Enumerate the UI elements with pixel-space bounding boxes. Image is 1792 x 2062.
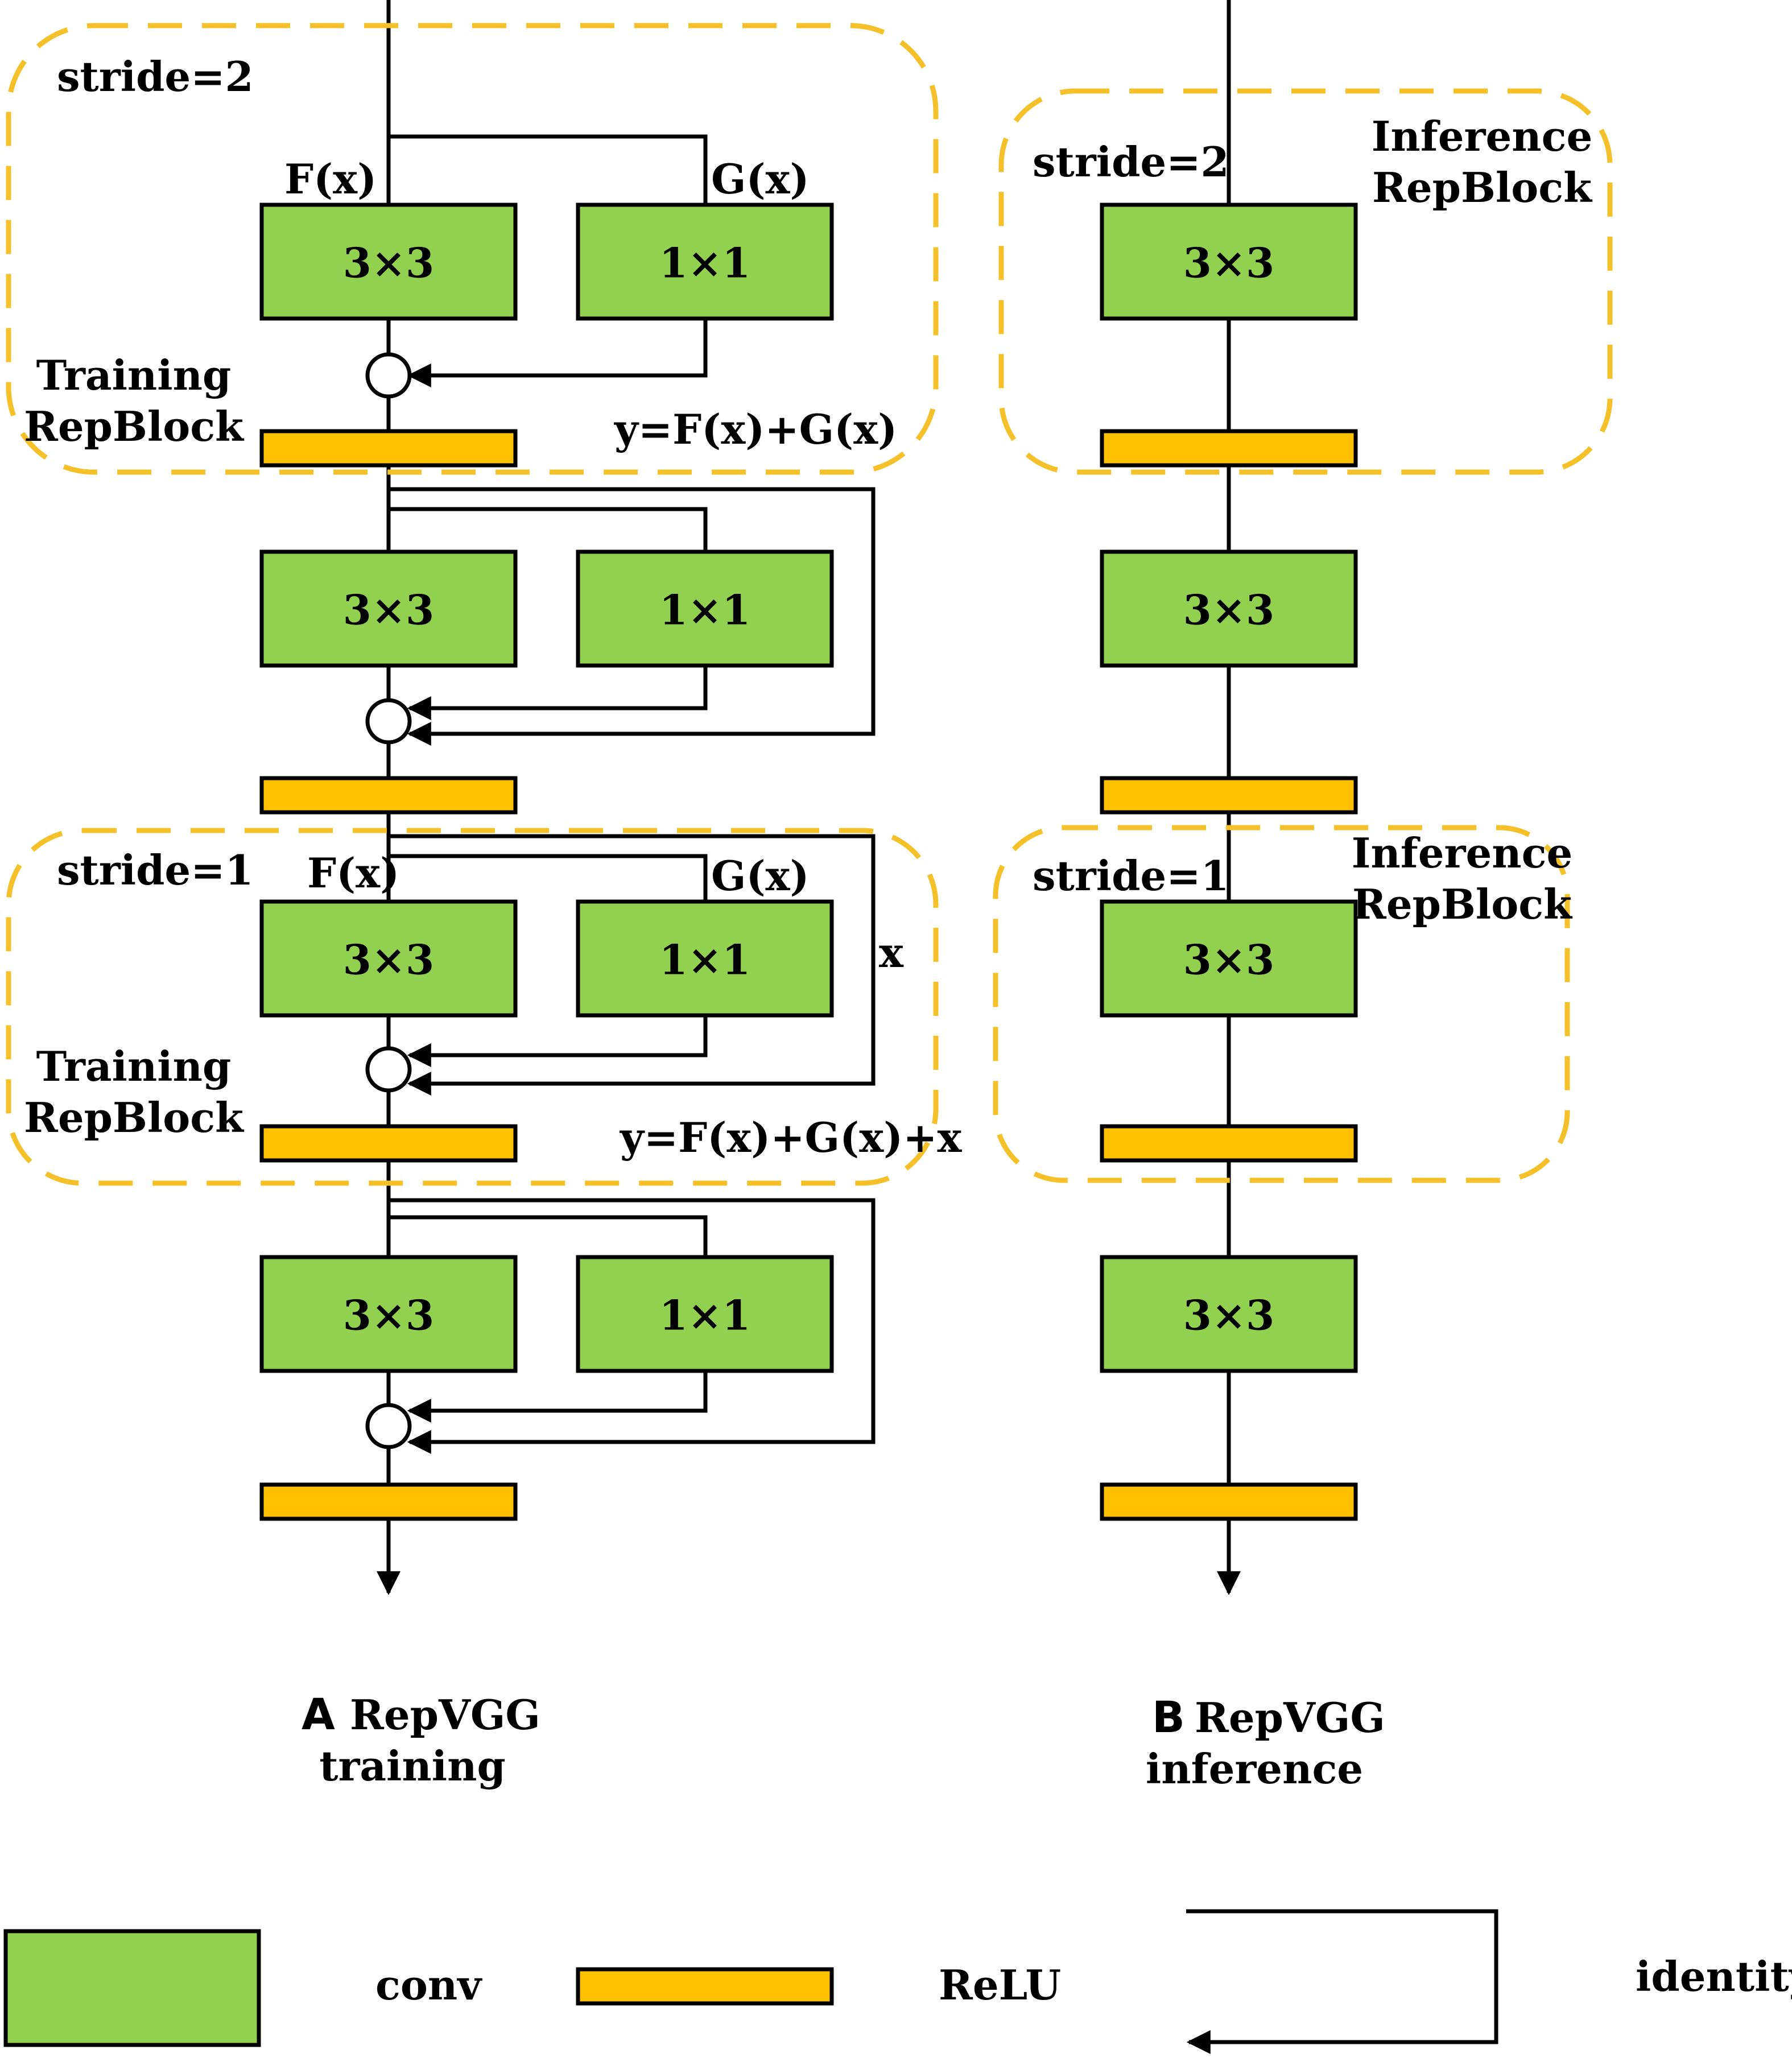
formula-label: y=F(x)+G(x) <box>614 405 897 453</box>
caption-line1: RepVGG <box>350 1691 540 1739</box>
conv-3x3-box <box>259 899 518 1018</box>
block-name-line2: RepBlock <box>24 1093 245 1142</box>
conv-label: 3×3 <box>1183 239 1275 287</box>
block-name-line1: Training <box>36 1042 232 1090</box>
conv-label: 3×3 <box>343 239 435 287</box>
conv-label: 1×1 <box>659 936 751 984</box>
conv-label: 3×3 <box>1183 586 1275 634</box>
conv-label: 1×1 <box>659 1291 751 1340</box>
branch-g-1 <box>389 134 708 205</box>
legend-conv-label: conv <box>375 1961 482 2009</box>
branch-g-merge-4 <box>407 1371 708 1423</box>
stride-label: stride=1 <box>1033 852 1229 900</box>
block-name-line2: RepBlock <box>1372 163 1593 212</box>
block-name-line1: Training <box>36 351 232 399</box>
relu-bar <box>1100 1124 1358 1163</box>
panel-letter-a: A <box>302 1689 335 1739</box>
block-name-line2: RepBlock <box>1352 880 1573 928</box>
add-node <box>365 1046 412 1093</box>
block-name-line1: Inference <box>1352 829 1573 877</box>
add-node <box>365 352 412 399</box>
legend-relu-swatch <box>576 1967 834 2006</box>
training-repblock-region <box>6 23 939 475</box>
conv-3x3-box <box>259 203 518 321</box>
legend-conv-swatch <box>3 1929 261 2047</box>
caption-line2: inference <box>1146 1745 1363 1793</box>
conv-1x1-box <box>576 1255 834 1373</box>
conv-3x3-box <box>1100 1255 1358 1373</box>
conv-label: 3×3 <box>1183 1291 1275 1340</box>
identity-branch-4 <box>389 1198 876 1454</box>
inference-repblock-region <box>998 88 1613 475</box>
relu-bar <box>259 1124 518 1163</box>
conv-label: 3×3 <box>343 586 435 634</box>
panel-letter-b: B <box>1152 1692 1185 1742</box>
conv-3x3-box <box>1100 203 1358 321</box>
branch-g-4 <box>389 1215 708 1257</box>
relu-bar <box>259 429 518 468</box>
block-name-line2: RepBlock <box>24 402 245 451</box>
formula-label: y=F(x)+G(x)+x <box>620 1113 963 1162</box>
stride-label: stride=2 <box>57 52 254 101</box>
conv-label: 3×3 <box>343 1291 435 1340</box>
relu-bar <box>1100 776 1358 815</box>
branch-g-3 <box>389 854 708 902</box>
block-name-line1: Inference <box>1372 112 1593 160</box>
fx-label: F(x) <box>307 849 399 897</box>
branch-g-2 <box>389 507 708 552</box>
conv-label: 1×1 <box>659 586 751 634</box>
conv-label: 3×3 <box>1183 936 1275 984</box>
conv-1x1-box <box>576 899 834 1018</box>
caption-line1: RepVGG <box>1195 1693 1385 1742</box>
add-node <box>365 698 412 745</box>
identity-branch-2 <box>389 487 876 746</box>
legend: conv ReLU identity <box>3 1909 1792 2054</box>
conv-3x3-box <box>1100 899 1358 1018</box>
branch-g-merge-2 <box>407 666 708 720</box>
conv-label: 3×3 <box>343 936 435 984</box>
relu-bar <box>1100 1482 1358 1521</box>
training-repblock-region <box>6 828 939 1186</box>
branch-g-merge-3 <box>407 1015 708 1067</box>
conv-label: 1×1 <box>659 239 751 287</box>
legend-identity-label: identity <box>1636 1952 1792 2001</box>
conv-1x1-box <box>576 203 834 321</box>
identity-x-label: x <box>879 928 904 977</box>
gx-label: G(x) <box>711 155 810 203</box>
conv-3x3-box <box>259 549 518 668</box>
relu-bar <box>1100 429 1358 468</box>
branch-g-merge-1 <box>407 319 708 387</box>
legend-identity-arrow <box>1186 1909 1498 2054</box>
relu-bar <box>259 1482 518 1521</box>
stride-label: stride=2 <box>1033 138 1229 186</box>
conv-3x3-box <box>1100 549 1358 668</box>
relu-bar <box>259 776 518 815</box>
add-node <box>365 1403 412 1449</box>
inference-repblock-region <box>993 825 1570 1183</box>
stride-label: stride=1 <box>57 846 254 894</box>
identity-branch-3 <box>389 834 876 1096</box>
legend-relu-label: ReLU <box>939 1961 1061 2009</box>
conv-1x1-box <box>576 549 834 668</box>
gx-label: G(x) <box>711 852 810 900</box>
fx-label: F(x) <box>284 155 377 203</box>
caption-line2: training <box>319 1742 506 1790</box>
conv-3x3-box <box>259 1255 518 1373</box>
